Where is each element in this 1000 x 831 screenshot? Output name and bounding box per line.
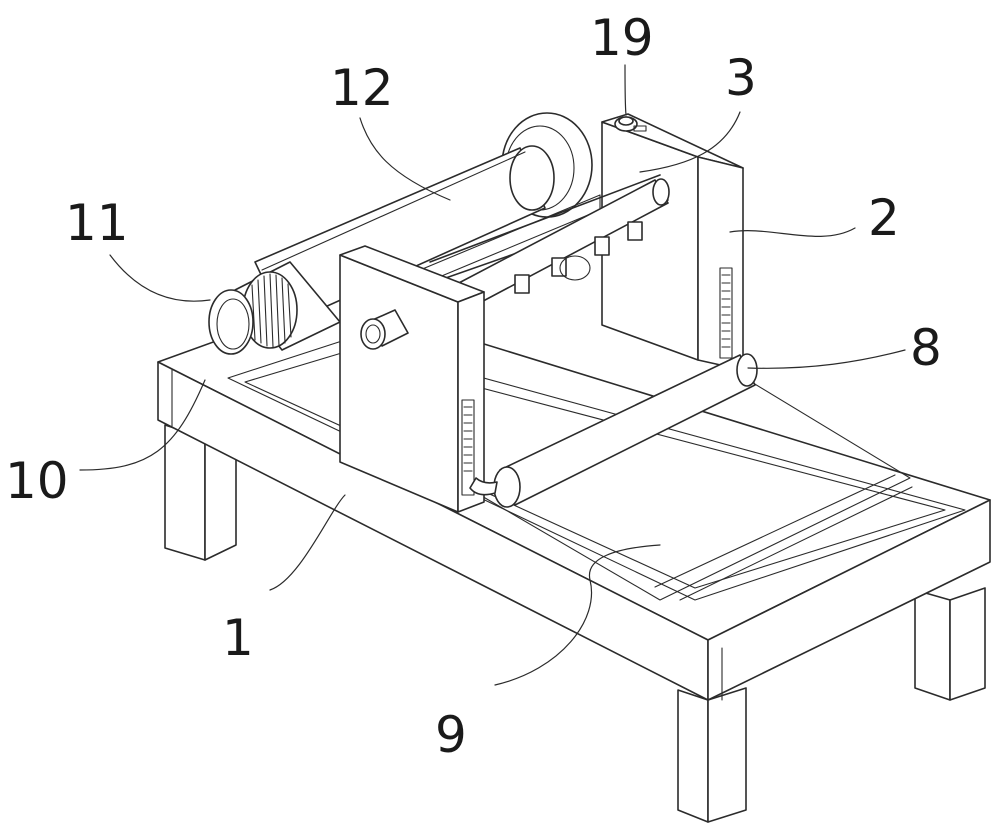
table-top: [157, 297, 991, 701]
label-8: 8: [910, 319, 942, 377]
label-2: 2: [868, 189, 900, 247]
label-19: 19: [590, 9, 654, 67]
left-side-plate: [339, 245, 485, 513]
rack-teeth-right: [721, 274, 731, 348]
label-11: 11: [65, 194, 129, 252]
label-10: 10: [5, 452, 69, 510]
right-side-plate: [601, 113, 744, 371]
label-3: 3: [725, 49, 757, 107]
label-9: 9: [435, 706, 467, 764]
callout-labels: 12 19 3 11 2 8 10 1 9: [5, 9, 942, 764]
rack-teeth-left: [463, 406, 473, 472]
table-legs: [164, 424, 986, 823]
knurl-lines: [251, 273, 292, 348]
adjust-knob: [614, 116, 647, 132]
lower-roller: [469, 353, 758, 508]
guide-rod: [454, 178, 670, 309]
upper-roller-assembly: [254, 112, 669, 326]
leader-lines: [79, 64, 906, 686]
label-12: 12: [330, 59, 394, 117]
label-1: 1: [222, 609, 254, 667]
handwheel: [208, 261, 341, 355]
